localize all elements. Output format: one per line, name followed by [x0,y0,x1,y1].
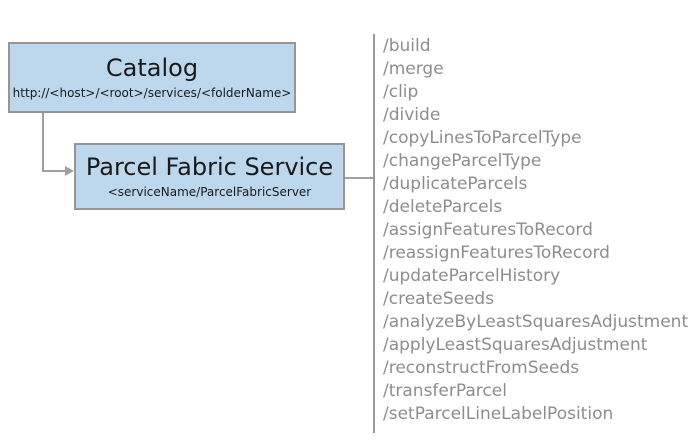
endpoint-item: /createSeeds [383,289,495,309]
endpoint-item: /duplicateParcels [383,174,528,194]
endpoint-item: /changeParcelType [383,151,542,171]
catalog-url: http://<host>/<root>/services/<folderNam… [12,86,292,100]
endpoint-list-divider [373,34,375,433]
endpoint-item: /assignFeaturesToRecord [383,220,593,240]
endpoint-item: /reassignFeaturesToRecord [383,243,610,263]
catalog-title: Catalog [105,54,199,82]
endpoint-item: /divide [383,105,441,125]
endpoint-item: /transferParcel [383,381,507,401]
endpoint-item: /copyLinesToParcelType [383,128,582,148]
arrowhead-icon [65,166,74,176]
service-title: Parcel Fabric Service [85,153,334,181]
endpoint-item: /reconstructFromSeeds [383,358,580,378]
endpoint-item: /clip [383,82,419,102]
endpoint-item: /analyzeByLeastSquaresAdjustment [383,312,689,332]
endpoint-item: /updateParcelHistory [383,266,561,286]
endpoint-list: /build/merge/clip/divide/copyLinesToParc… [383,35,688,426]
endpoint-item: /deleteParcels [383,197,503,217]
endpoint-item: /applyLeastSquaresAdjustment [383,335,648,355]
catalog-connector-horizontal [42,170,66,172]
endpoint-item: /setParcelLineLabelPosition [383,404,614,424]
service-url: <serviceName/ParcelFabricServer [107,185,312,199]
service-connector-horizontal [345,177,373,179]
catalog-node: Catalog http://<host>/<root>/services/<f… [8,42,296,113]
catalog-connector-vertical [42,113,44,172]
parcel-fabric-service-node: Parcel Fabric Service <serviceName/Parce… [74,143,345,210]
endpoint-item: /build [383,36,431,56]
endpoint-item: /merge [383,59,444,79]
